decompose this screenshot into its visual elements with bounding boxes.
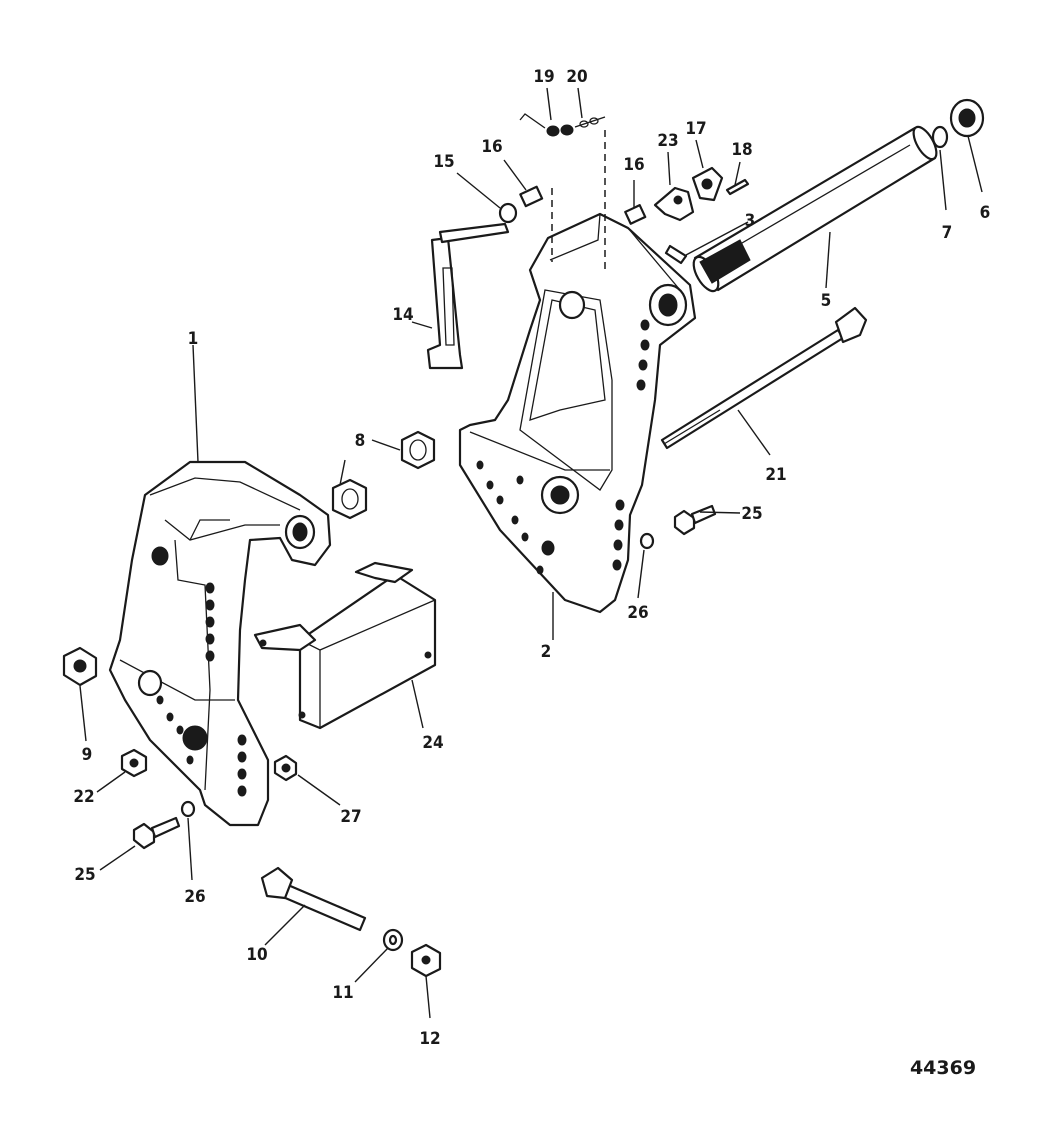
callout-3: 3 <box>745 211 756 231</box>
clamp-bracket-port <box>108 460 332 827</box>
callout-25-lower: 25 <box>74 865 95 885</box>
bracket-plate <box>253 561 437 730</box>
tilt-tube <box>692 125 938 293</box>
clamp-bracket-starboard <box>458 212 697 614</box>
bracket-2-adjust-holes <box>476 319 650 575</box>
lockwasher-26-upper <box>639 532 655 550</box>
callout-16-b: 16 <box>623 155 644 175</box>
pivot-bolt <box>260 866 367 932</box>
tube-nut <box>949 98 985 138</box>
leader-lines <box>79 87 983 1019</box>
callout-20: 20 <box>566 67 587 87</box>
callout-11: 11 <box>332 983 353 1003</box>
callout-8: 8 <box>355 431 366 451</box>
callout-19: 19 <box>533 67 554 87</box>
callout-10: 10 <box>246 945 267 965</box>
bracket-1-adjust-holes <box>156 582 247 797</box>
callout-17: 17 <box>685 119 706 139</box>
callout-26-upper: 26 <box>627 603 648 623</box>
bushing-16-b <box>624 204 647 225</box>
callout-24: 24 <box>422 733 443 753</box>
callout-5: 5 <box>821 291 832 311</box>
callout-27: 27 <box>340 807 361 827</box>
nut-27 <box>273 754 298 782</box>
lockwasher-26-lower <box>180 800 196 818</box>
link-23 <box>653 186 695 222</box>
bolt-25-upper <box>673 504 717 536</box>
callout-15: 15 <box>433 152 454 172</box>
clip-17 <box>691 166 724 202</box>
callout-1: 1 <box>188 329 199 349</box>
figure-number: 44369 <box>910 1057 976 1079</box>
callout-23: 23 <box>657 131 678 151</box>
callout-7: 7 <box>942 223 953 243</box>
callout-22: 22 <box>73 787 94 807</box>
callout-21: 21 <box>765 465 786 485</box>
washer-11 <box>382 928 404 952</box>
bushing-16-a <box>519 185 544 208</box>
tilt-lock-lever <box>426 222 510 370</box>
callout-labels: 1 2 3 5 6 7 8 9 10 11 12 14 15 16 16 17 … <box>73 67 990 1049</box>
callout-12: 12 <box>419 1029 440 1049</box>
nut-22 <box>120 748 148 778</box>
callout-26-lower: 26 <box>184 887 205 907</box>
bushing-8-b <box>400 430 436 470</box>
callout-9: 9 <box>82 745 93 765</box>
nut-9 <box>62 646 98 687</box>
pin-18 <box>725 178 750 196</box>
through-bolt <box>660 306 868 450</box>
nut-12 <box>410 943 442 978</box>
pin-20 <box>574 116 606 128</box>
callout-25-upper: 25 <box>741 504 762 524</box>
callout-6: 6 <box>980 203 991 223</box>
callout-16-a: 16 <box>481 137 502 157</box>
bolt-25-lower <box>132 816 181 850</box>
bushing-8-a <box>331 478 368 520</box>
spring-19 <box>519 113 574 137</box>
callout-18: 18 <box>731 140 752 160</box>
nut-15 <box>498 202 518 224</box>
callout-2: 2 <box>541 642 552 662</box>
callout-14: 14 <box>392 305 413 325</box>
grease-fitting <box>664 244 688 265</box>
tube-washer <box>931 125 949 149</box>
